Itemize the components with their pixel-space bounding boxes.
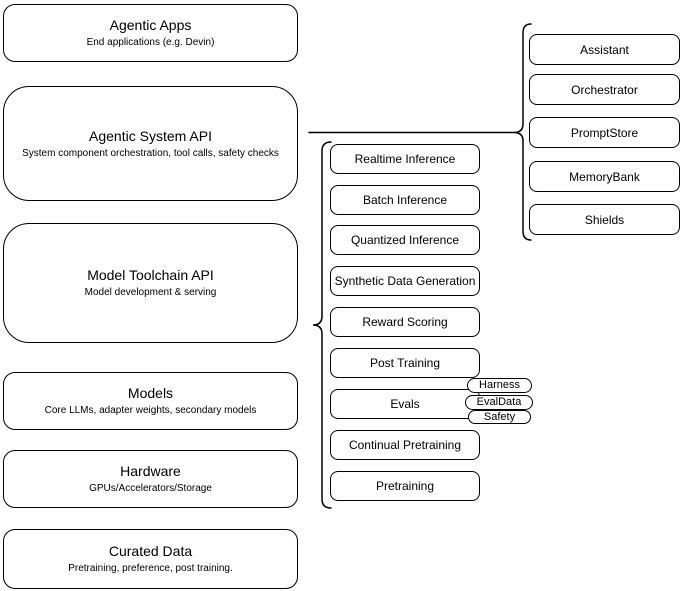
node-subtitle: Pretraining, preference, post training. <box>68 563 233 575</box>
node-pretraining: Pretraining <box>330 471 480 501</box>
node-continual-pretraining: Continual Pretraining <box>330 430 480 460</box>
node-title: Model Toolchain API <box>87 267 214 284</box>
node-evals: Evals <box>330 389 480 419</box>
node-promptstore: PromptStore <box>529 117 680 148</box>
node-subtitle: Core LLMs, adapter weights, secondary mo… <box>44 405 257 417</box>
node-agentic-system-api: Agentic System API System component orch… <box>3 86 298 201</box>
node-curated-data: Curated Data Pretraining, preference, po… <box>3 529 298 589</box>
node-orchestrator: Orchestrator <box>529 74 680 105</box>
node-assistant: Assistant <box>529 34 680 65</box>
node-subtitle: System component orchestration, tool cal… <box>22 147 279 159</box>
node-subtitle: GPUs/Accelerators/Storage <box>89 483 212 495</box>
node-shields: Shields <box>529 204 680 235</box>
node-title: Agentic System API <box>89 127 212 144</box>
system-components-brace <box>513 23 532 241</box>
node-realtime-inference: Realtime Inference <box>330 144 480 174</box>
node-models: Models Core LLMs, adapter weights, secon… <box>3 372 298 430</box>
node-subtitle: Model development & serving <box>84 287 217 299</box>
toolchain-services-brace <box>312 141 332 509</box>
node-batch-inference: Batch Inference <box>330 185 480 215</box>
node-hardware: Hardware GPUs/Accelerators/Storage <box>3 450 298 508</box>
node-model-toolchain-api: Model Toolchain API Model development & … <box>3 223 298 343</box>
node-synthetic-data-generation: Synthetic Data Generation <box>330 266 480 296</box>
node-quantized-inference: Quantized Inference <box>330 225 480 255</box>
node-agentic-apps: Agentic Apps End applications (e.g. Devi… <box>3 4 298 62</box>
node-reward-scoring: Reward Scoring <box>330 307 480 337</box>
tag-safety: Safety <box>468 410 531 424</box>
node-title: Models <box>127 385 174 402</box>
tag-harness: Harness <box>467 378 532 393</box>
node-memorybank: MemoryBank <box>529 161 680 192</box>
node-subtitle: End applications (e.g. Devin) <box>86 37 215 49</box>
node-post-training: Post Training <box>330 348 480 378</box>
tag-evaldata: EvalData <box>465 395 533 410</box>
node-title: Curated Data <box>108 543 193 560</box>
node-title: Hardware <box>120 463 181 480</box>
node-title: Agentic Apps <box>109 17 192 34</box>
